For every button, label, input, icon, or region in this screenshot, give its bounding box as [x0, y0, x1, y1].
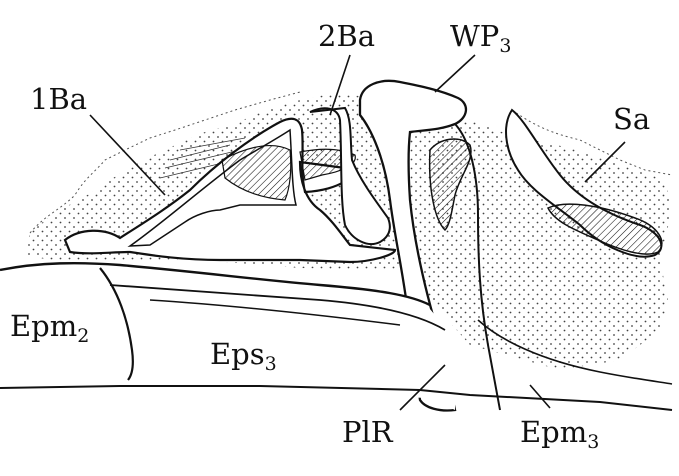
label-2ba-text: 2Ba	[318, 19, 375, 53]
label-2ba: 2Ba	[318, 22, 375, 51]
label-1ba-text: 1Ba	[30, 82, 87, 116]
label-sa-text: Sa	[613, 102, 650, 136]
label-epm3-sub: 3	[587, 431, 599, 453]
label-eps3-base: Eps	[210, 337, 265, 371]
label-epm2-sub: 2	[77, 325, 89, 347]
label-wp3-base: WP	[450, 19, 499, 53]
label-epm2: Epm2	[10, 312, 89, 346]
label-eps3: Eps3	[210, 340, 277, 374]
label-wp3-sub: 3	[499, 35, 511, 57]
label-epm3-base: Epm	[520, 415, 587, 449]
label-epm3: Epm3	[520, 418, 599, 452]
label-eps3-sub: 3	[265, 353, 277, 375]
label-sa: Sa	[613, 105, 650, 134]
label-epm2-base: Epm	[10, 309, 77, 343]
label-plr: PlR	[342, 418, 393, 447]
label-plr-text: PlR	[342, 415, 393, 449]
label-wp3: WP3	[450, 22, 511, 56]
label-1ba: 1Ba	[30, 85, 87, 114]
